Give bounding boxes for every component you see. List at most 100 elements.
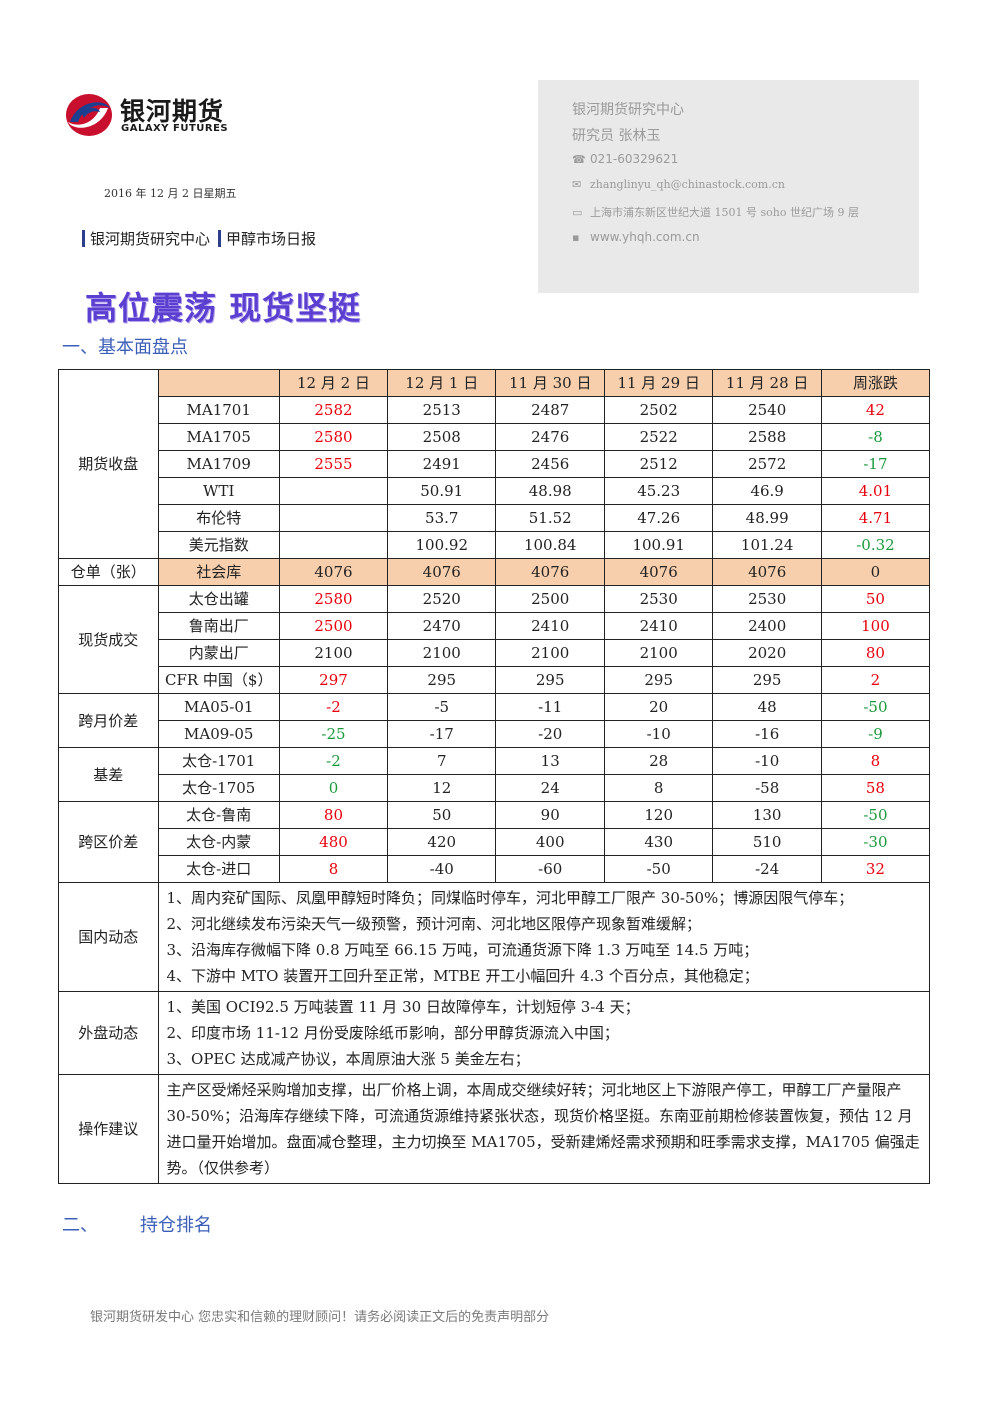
cell: -2: [278, 747, 389, 775]
cell: 2410: [495, 612, 605, 640]
table-row: 布伦特 53.7 51.52 47.26 48.99 4.71: [59, 504, 931, 532]
contact-website[interactable]: www.yhqh.com.cn: [590, 230, 700, 244]
cell: 12: [387, 774, 497, 802]
cell-change: -30: [820, 828, 931, 856]
cell: 80: [278, 801, 389, 829]
cell: 2502: [603, 396, 714, 424]
cell: 47.26: [603, 504, 714, 532]
report-title: 高位震荡 现货坚挺: [85, 289, 362, 327]
cell-change: 80: [820, 639, 931, 667]
contact-phone: 021-60329621: [590, 152, 679, 166]
contact-email[interactable]: zhanglinyu_qh@chinastock.com.cn: [590, 178, 785, 191]
cell: 48.99: [712, 504, 822, 532]
column-header: 11 月 29 日: [603, 369, 714, 397]
cell: 480: [278, 828, 389, 856]
cell-change: 4.01: [820, 477, 931, 505]
row-label: 太仓-进口: [157, 855, 280, 883]
cell-change: -0.32: [820, 531, 931, 559]
table-row: 现货成交 太仓出罐 2580 2520 2500 2530 2530 50: [58, 585, 931, 694]
cell: 295: [603, 666, 714, 694]
category-overseas: 外盘动态: [58, 991, 159, 1075]
cell: 295: [712, 666, 822, 694]
cell: 2555: [278, 450, 389, 478]
row-label: 太仓-1701: [157, 747, 280, 775]
cell-change: 100: [820, 612, 931, 640]
cell: 2410: [603, 612, 714, 640]
cell: 2500: [278, 612, 389, 640]
section-heading-fundamentals: 一、基本面盘点: [62, 337, 188, 358]
row-label: 布伦特: [157, 504, 280, 532]
cell: 2100: [603, 639, 714, 667]
cell-change: 8: [820, 747, 931, 775]
computer-icon: ▪: [572, 231, 580, 244]
table-row: 鲁南出厂 2500 2470 2410 2410 2400 100: [59, 612, 931, 640]
cell-change: -17: [820, 450, 931, 478]
contact-org: 银河期货研究中心: [572, 102, 684, 118]
row-label: 社会库: [157, 558, 280, 586]
accent-bar: [218, 230, 222, 247]
subheader-org: 银河期货研究中心: [90, 230, 211, 248]
cell: 2540: [712, 396, 822, 424]
news-item: 3、沿海库存微幅下降 0.8 万吨至 66.15 万吨，可流通货源下降 1.3 …: [166, 941, 759, 959]
cell: 53.7: [387, 504, 497, 532]
cell: 50.91: [387, 477, 497, 505]
cell: 20: [603, 693, 714, 721]
row-label: 太仓-内蒙: [157, 828, 280, 856]
cell: -10: [603, 720, 714, 748]
cell: 2588: [712, 423, 822, 451]
email-icon: ✉: [572, 178, 582, 191]
column-header: 周涨跌: [820, 369, 931, 397]
cell: 120: [603, 801, 714, 829]
cell: 2582: [278, 396, 389, 424]
table-row: 太仓-进口 8 -40 -60 -50 -24 32: [59, 855, 931, 883]
accent-bar: [82, 230, 85, 247]
cell: 8: [278, 855, 389, 883]
news-item: 1、周内兖矿国际、凤凰甲醇短时降负；同煤临时停车，河北甲醇工厂限产 30-50%…: [166, 889, 854, 907]
cell: [278, 477, 389, 505]
news-item: 4、下游中 MTO 装置开工回升至正常，MTBE 开工小幅回升 4.3 个百分点…: [166, 967, 759, 985]
cell: 2530: [712, 585, 822, 613]
cell: 90: [495, 801, 605, 829]
overseas-news: 1、美国 OCI92.5 万吨装置 11 月 30 日故障停车，计划短停 3-4…: [157, 991, 930, 1075]
contact-researcher: 研究员 张林玉: [572, 128, 661, 144]
cell: 2580: [278, 423, 389, 451]
cell: -5: [387, 693, 497, 721]
table-row: 跨月价差 MA05-01 -2 -5 -11 20 48 -50: [58, 693, 931, 748]
cell: 48: [712, 693, 822, 721]
cell: 2520: [387, 585, 497, 613]
logo-english-text: GALAXY FUTURES: [121, 123, 229, 134]
cell: -20: [495, 720, 605, 748]
news-item: 1、美国 OCI92.5 万吨装置 11 月 30 日故障停车，计划短停 3-4…: [166, 998, 640, 1016]
cell-change: 58: [820, 774, 931, 802]
overseas-news-row: 外盘动态 1、美国 OCI92.5 万吨装置 11 月 30 日故障停车，计划短…: [58, 991, 930, 1075]
contact-box: 银河期货研究中心 研究员 张林玉 ☎021-60329621 ✉zhanglin…: [538, 80, 919, 293]
cell: 2580: [278, 585, 389, 613]
cell: 46.9: [712, 477, 822, 505]
cell-change: 4.71: [820, 504, 931, 532]
cell: 50: [387, 801, 497, 829]
galaxy-swirl-icon: [66, 94, 112, 136]
cell: 420: [387, 828, 497, 856]
cell: 297: [278, 666, 389, 694]
table-row: 太仓-1705 0 12 24 8 -58 58: [59, 774, 931, 802]
table-row: 仓单（张） 社会库 4076 4076 4076 4076 4076 0: [58, 558, 931, 586]
cell: 101.24: [712, 531, 822, 559]
cell: 2522: [603, 423, 714, 451]
cell: 2491: [387, 450, 497, 478]
category-basis: 基差: [58, 747, 159, 802]
row-label: MA1709: [157, 450, 280, 478]
table-row: MA09-05 -25 -17 -20 -10 -16 -9: [59, 720, 931, 748]
table-header-row: 期货收盘 12 月 2 日 12 月 1 日 11 月 30 日 11 月 29…: [58, 369, 931, 559]
cell-change: -9: [820, 720, 931, 748]
contact-address: 上海市浦东新区世纪大道 1501 号 soho 世纪广场 9 层: [590, 206, 859, 219]
cell-change: -8: [820, 423, 931, 451]
column-header: 12 月 2 日: [278, 369, 389, 397]
row-label: 内蒙出厂: [157, 639, 280, 667]
table-row: 内蒙出厂 2100 2100 2100 2100 2020 80: [59, 639, 931, 667]
page-footer: 银河期货研发中心 您忠实和信赖的理财顾问！请务必阅读正文后的免责声明部分: [90, 1310, 550, 1325]
table-row: WTI 50.91 48.98 45.23 46.9 4.01: [59, 477, 931, 505]
cell: -16: [712, 720, 822, 748]
fundamentals-table: 期货收盘 12 月 2 日 12 月 1 日 11 月 30 日 11 月 29…: [58, 369, 931, 1184]
cell: -2: [278, 693, 389, 721]
cell: 430: [603, 828, 714, 856]
